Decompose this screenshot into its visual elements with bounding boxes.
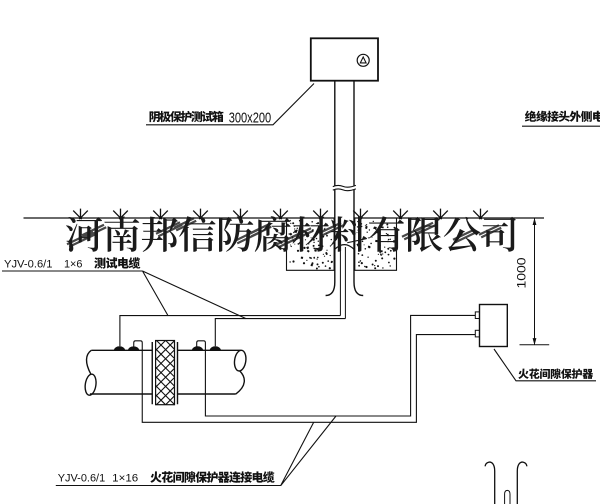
svg-text:1000: 1000 <box>516 258 528 289</box>
svg-text:YJV-0.6/1: YJV-0.6/1 <box>58 472 105 484</box>
svg-text:300x200: 300x200 <box>229 109 272 126</box>
svg-text:1×16: 1×16 <box>112 472 138 484</box>
svg-text:1×6: 1×6 <box>64 258 83 270</box>
svg-text:YJV-0.6/1: YJV-0.6/1 <box>4 258 53 270</box>
